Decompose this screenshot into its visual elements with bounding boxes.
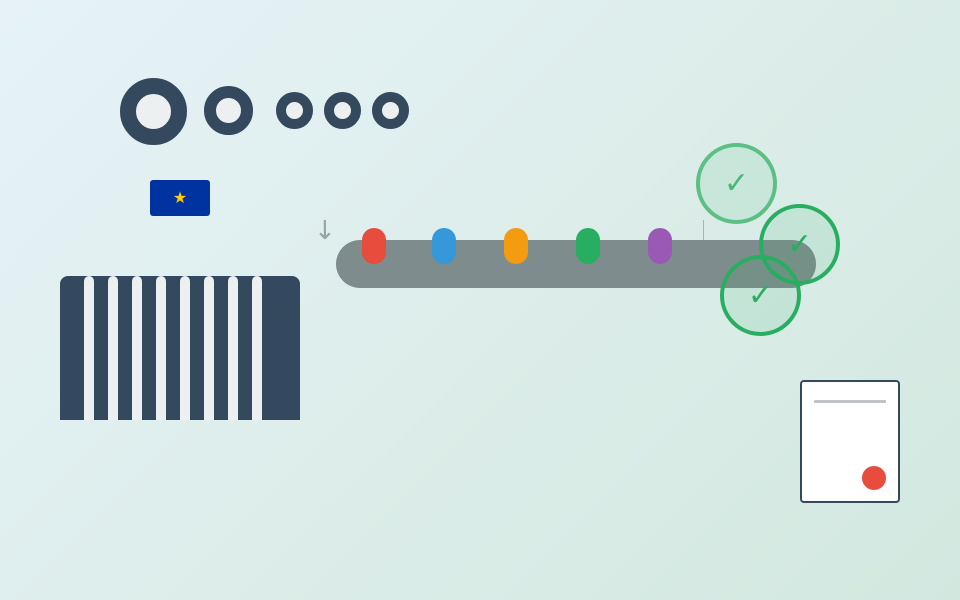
check-circle-1: ✓ xyxy=(696,143,777,224)
pill-orange xyxy=(504,228,528,264)
eu-flag: ★ xyxy=(150,180,210,216)
ring-small-2 xyxy=(324,92,361,129)
belt-marker-line xyxy=(703,220,704,240)
barcode-bar xyxy=(252,276,262,420)
barcode-bar xyxy=(204,276,214,420)
checkmark-icon: ✓ xyxy=(747,277,774,313)
pill-blue xyxy=(432,228,456,264)
pill-purple xyxy=(648,228,672,264)
document-title-line xyxy=(814,400,886,403)
down-arrow-icon: ↓ xyxy=(314,216,336,246)
barcode-bar xyxy=(180,276,190,420)
barcode-bar xyxy=(228,276,238,420)
ring-large xyxy=(120,78,187,145)
pill-red xyxy=(362,228,386,264)
certificate-document xyxy=(800,380,900,503)
barcode-bar xyxy=(84,276,94,420)
pill-green xyxy=(576,228,600,264)
barcode-bar xyxy=(132,276,142,420)
star-icon: ★ xyxy=(172,188,188,207)
check-circle-3: ✓ xyxy=(720,255,801,336)
seal-icon xyxy=(862,466,886,490)
ring-small-3 xyxy=(372,92,409,129)
barcode-bar xyxy=(108,276,118,420)
barcode-block xyxy=(60,276,300,420)
ring-medium xyxy=(204,86,253,135)
checkmark-icon: ✓ xyxy=(723,165,750,201)
ring-small-1 xyxy=(276,92,313,129)
barcode-bar xyxy=(156,276,166,420)
checkmark-icon: ✓ xyxy=(786,226,813,262)
